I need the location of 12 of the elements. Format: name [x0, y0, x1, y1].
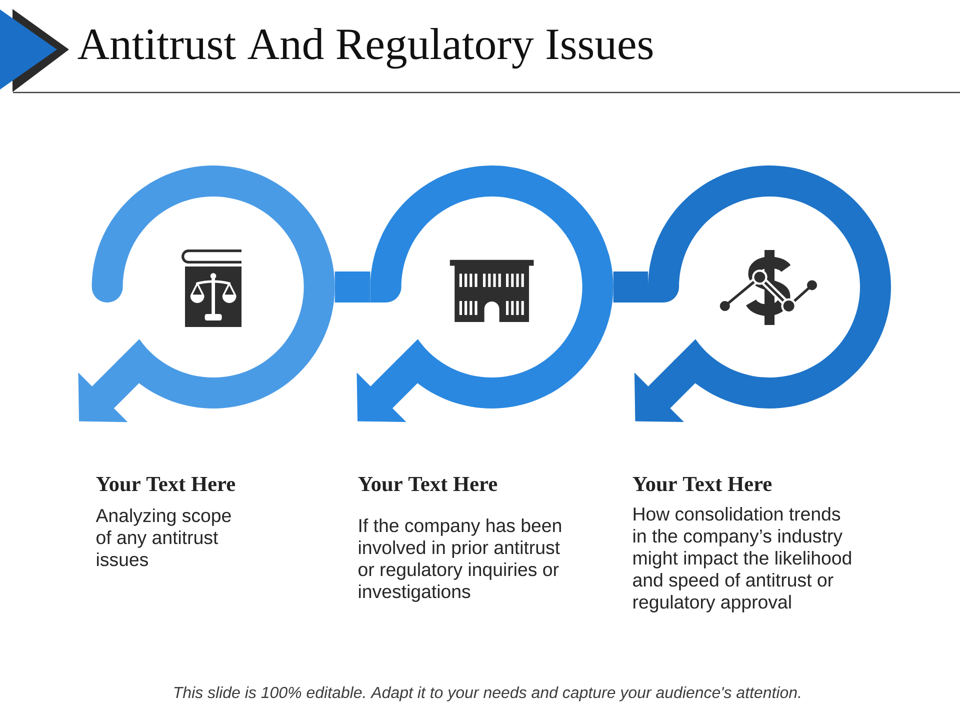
title: Antitrust And Regulatory Issues [78, 28, 653, 69]
body-text: If the company has been involved in prior antitrust or regulatory inquiries or investigations [358, 518, 561, 602]
footer-note: This slide is 100% editable. Adapt it to your needs and capture your audience's attention. [174, 686, 800, 702]
connector-bar [613, 271, 648, 302]
arrow [356, 359, 420, 422]
body-text: Analyzing scope of any antitrust issues [96, 508, 231, 566]
connector-bar [334, 271, 370, 302]
body-text: How consolidation trends in the company’s industry might impact the likelihood and speed of antitrust or regulatory approval [633, 506, 851, 612]
heading: Your Text Here [632, 477, 772, 492]
arrow [78, 359, 142, 422]
heading: Your Text Here [358, 477, 498, 492]
heading: Your Text Here [96, 477, 236, 492]
